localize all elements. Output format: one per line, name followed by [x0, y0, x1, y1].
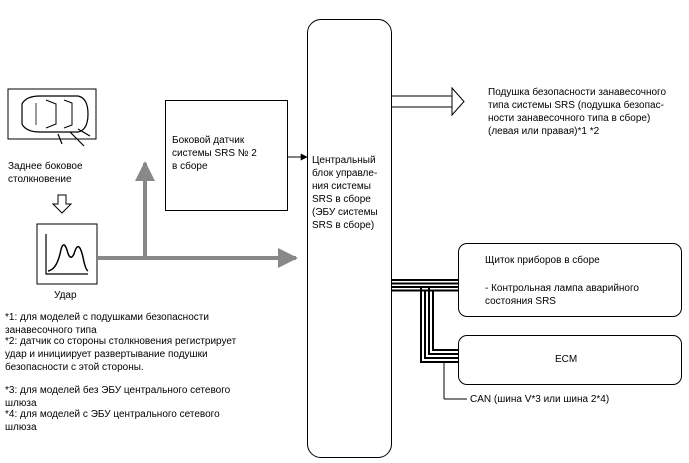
- can-bus-lines: [392, 279, 458, 363]
- side-collision-label: Заднее боковое столкновение: [8, 161, 83, 185]
- down-arrow-icon: [51, 194, 73, 214]
- footnote-2: *2: датчик со стороны столкновения регис…: [5, 336, 237, 373]
- ecm-box: [458, 335, 682, 385]
- combination-meter-title: Щиток приборов в сборе: [485, 255, 600, 266]
- footnote-3: *3: для моделей без ЭБУ центрального сет…: [5, 385, 231, 409]
- impact-label: Удар: [54, 290, 77, 301]
- center-unit-label: Центральный блок управле- ния системы SR…: [312, 155, 378, 231]
- impact-graph-icon: [36, 223, 98, 285]
- side-sensor-label: Боковой датчик системы SRS № 2 в сборе: [172, 135, 257, 172]
- combination-meter-box: [458, 243, 682, 317]
- can-label: CAN (шина V*3 или шина 2*4): [470, 394, 610, 405]
- airbag-output-arrow: [392, 86, 465, 117]
- center-unit-box: [307, 19, 392, 458]
- curtain-airbag-label: Подушка безопасности занавесочного типа …: [488, 87, 667, 137]
- footnote-4: *4: для моделей с ЭБУ центрального сетев…: [5, 409, 220, 433]
- ecm-label: ECM: [555, 354, 578, 365]
- side-sensor-box: [165, 100, 288, 211]
- car-collision-icon: [7, 88, 97, 147]
- footnote-1: *1: для моделей с подушками безопасности…: [5, 312, 209, 336]
- srs-warning-lamp-label: - Контрольная лампа аварийного состояния…: [485, 283, 639, 307]
